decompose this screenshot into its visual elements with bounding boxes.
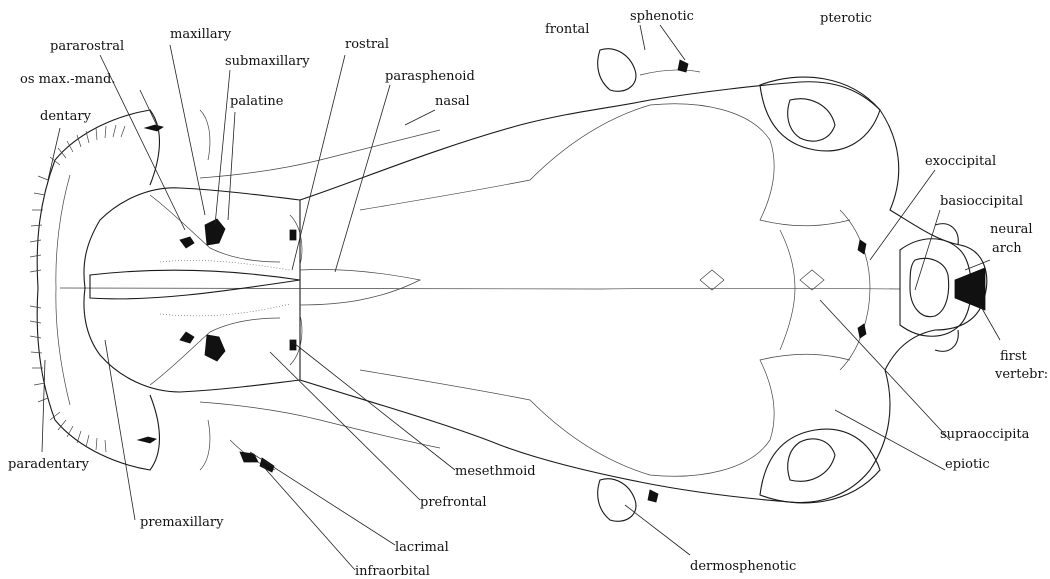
label-basioccipital: basioccipital bbox=[940, 194, 1023, 209]
label-rostral: rostral bbox=[345, 37, 389, 52]
label-neural-arch-line2: arch bbox=[992, 241, 1022, 256]
label-prefrontal: prefrontal bbox=[420, 495, 487, 510]
leader-lines bbox=[42, 25, 1000, 570]
label-neural-arch-line1: neural bbox=[990, 222, 1033, 237]
label-frontal: frontal bbox=[545, 22, 589, 37]
label-sphenotic: sphenotic bbox=[630, 9, 694, 24]
label-paradentary: paradentary bbox=[8, 457, 90, 472]
label-epiotic: epiotic bbox=[945, 457, 990, 472]
skull-drawing bbox=[30, 49, 987, 522]
label-parasphenoid: parasphenoid bbox=[385, 69, 475, 84]
label-maxillary: maxillary bbox=[170, 27, 232, 42]
label-mesethmoid: mesethmoid bbox=[455, 464, 536, 479]
label-lacrimal: lacrimal bbox=[395, 540, 449, 555]
label-first-vertebra-line1: first bbox=[1000, 349, 1028, 364]
label-first-vertebra-line2: vertebr: bbox=[994, 367, 1048, 382]
label-dentary: dentary bbox=[40, 109, 92, 124]
label-pterotic: pterotic bbox=[820, 11, 872, 26]
label-dermosphenotic: dermosphenotic bbox=[690, 559, 796, 574]
label-infraorbital: infraorbital bbox=[355, 564, 430, 579]
label-supraoccipital: supraoccipita bbox=[940, 427, 1030, 442]
label-submaxillary: submaxillary bbox=[225, 54, 310, 69]
label-exoccipital: exoccipital bbox=[925, 154, 996, 169]
labels: pararostral maxillary os max.-mand. subm… bbox=[8, 9, 1048, 579]
label-nasal: nasal bbox=[435, 94, 470, 109]
label-pararostral: pararostral bbox=[50, 39, 124, 54]
label-palatine: palatine bbox=[230, 94, 284, 109]
label-os-max-mand: os max.-mand. bbox=[20, 72, 115, 87]
label-premaxillary: premaxillary bbox=[140, 515, 224, 530]
